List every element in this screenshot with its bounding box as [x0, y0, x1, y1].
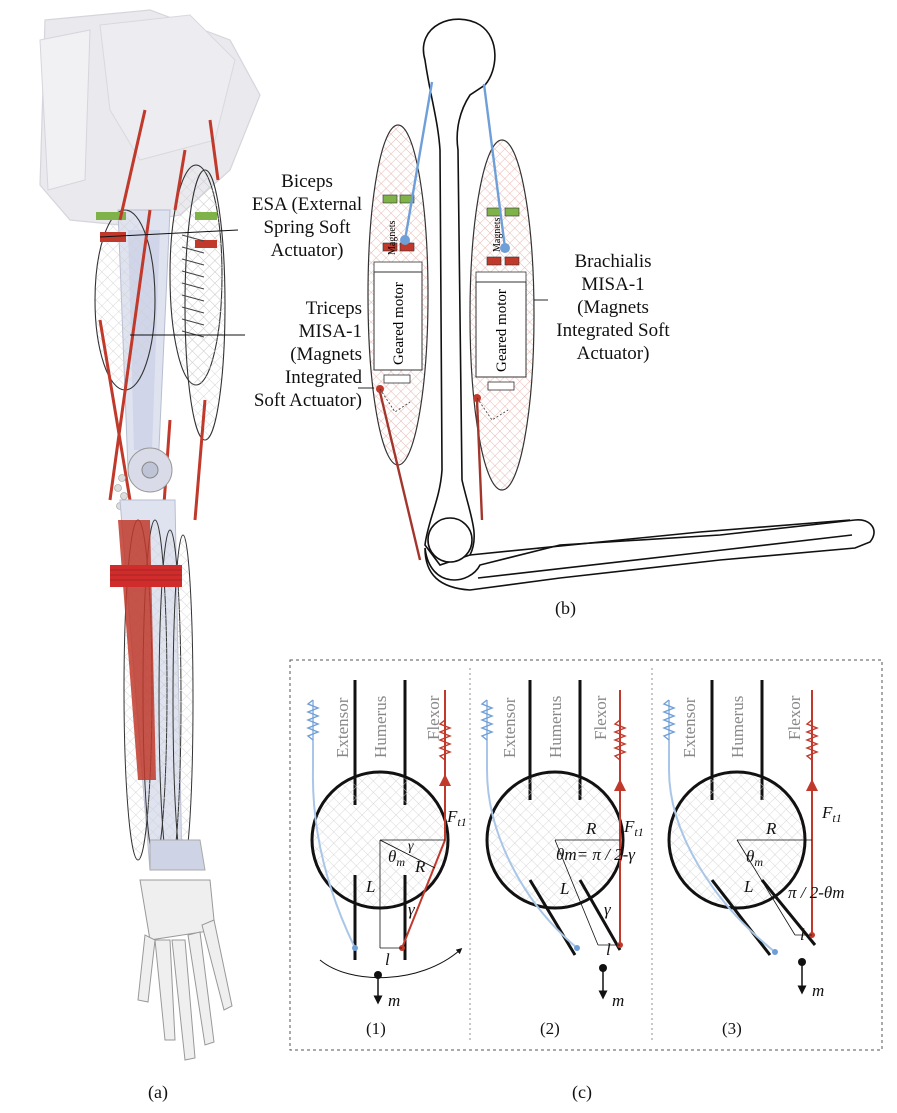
sp2-humerus: Humerus — [546, 696, 565, 758]
brachialis-callout: Brachialis MISA-1 (Magnets Integrated So… — [556, 251, 670, 364]
triceps-magnets-label: Magnets — [387, 220, 398, 255]
sp3-extensor: Extensor — [680, 697, 699, 758]
sp2-L: L — [559, 879, 569, 898]
sp1-gamma: γ — [408, 900, 416, 919]
sp1-humerus: Humerus — [371, 696, 390, 758]
sp1-label: (1) — [366, 1019, 386, 1038]
sp3-R: R — [765, 819, 777, 838]
panel-label-c: (c) — [572, 1082, 592, 1102]
triceps-motor-label: Geared motor — [391, 282, 407, 365]
sp1-l: l — [385, 950, 390, 969]
brachialis-actuator — [469, 139, 535, 491]
sp2-force: Ft1 — [623, 817, 644, 839]
sp3-flexor: Flexor — [785, 695, 804, 740]
panel-label-b: (b) — [555, 598, 576, 618]
sp1-R: R — [414, 857, 426, 876]
biceps-callout-line — [99, 229, 239, 238]
triceps-callout: Triceps MISA-1 (Magnets Integrated Soft … — [253, 298, 362, 411]
biceps-callout: Biceps ESA (External Spring Soft Actuato… — [251, 171, 363, 261]
sp3-label: (3) — [722, 1019, 742, 1038]
sp1-L: L — [365, 877, 375, 896]
sp3-humerus: Humerus — [728, 696, 747, 758]
sp2-m: m — [612, 991, 624, 1010]
sp1-gamma-top: γ — [408, 839, 414, 854]
panel-label-a: (a) — [148, 1082, 168, 1102]
sp3-L: L — [743, 877, 753, 896]
sp1-m: m — [388, 991, 400, 1010]
subpanel-3 — [662, 680, 819, 995]
sp2-l: l — [606, 940, 611, 959]
sp2-gamma: γ — [604, 900, 612, 919]
sp2-equation: θm= π / 2-γ — [556, 845, 636, 864]
triceps-actuator — [367, 124, 429, 466]
sp3-l: l — [800, 925, 805, 944]
panel-c-frame — [289, 659, 883, 1051]
sp1-flexor: Flexor — [424, 695, 443, 740]
sp2-extensor: Extensor — [500, 697, 519, 758]
skeletal-arm-diagram — [422, 18, 875, 591]
sp1-extensor: Extensor — [333, 697, 352, 758]
tendons-b — [378, 81, 510, 561]
sp3-m: m — [812, 981, 824, 1000]
sp2-label: (2) — [540, 1019, 560, 1038]
sp2-R: R — [585, 819, 597, 838]
brachialis-magnets-label: Magnets — [492, 217, 503, 252]
sp1-theta: θm — [388, 847, 405, 869]
sp1-force: Ft1 — [446, 807, 467, 829]
sp3-force: Ft1 — [821, 803, 842, 825]
arm-model-rendering — [39, 9, 261, 1061]
subpanel-1 — [306, 680, 463, 1005]
subpanel-2 — [480, 680, 627, 1000]
sp3-theta: θm — [746, 847, 763, 869]
sp2-flexor: Flexor — [591, 695, 610, 740]
brachialis-motor-label: Geared motor — [494, 289, 510, 372]
sp3-equation: π / 2-θm — [788, 883, 845, 902]
